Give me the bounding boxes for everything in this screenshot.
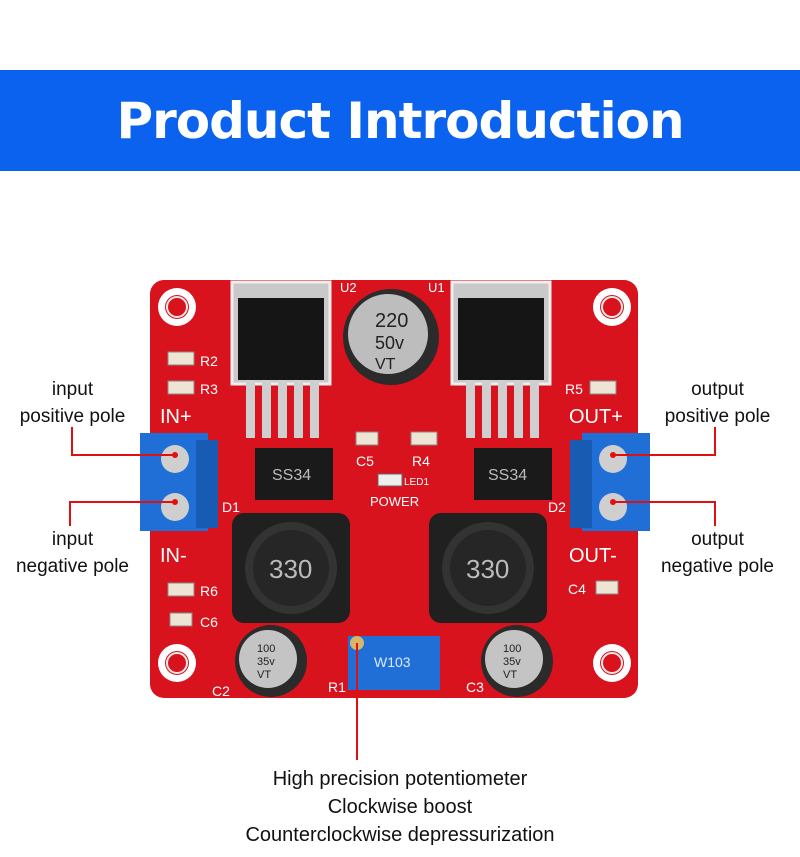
cap-big-line3: VT [375, 356, 396, 373]
led1-text: LED1 [404, 477, 429, 488]
r4-text: R4 [412, 453, 430, 469]
label-output-positive-line2: positive pole [664, 406, 771, 427]
inductor-right [429, 513, 547, 623]
label-input-positive-line2: positive pole [19, 406, 126, 427]
in-minus-text: IN- [160, 545, 187, 567]
label-input-positive: input positive pole [0, 376, 145, 430]
out-plus-text: OUT+ [569, 406, 623, 428]
footer-line-2: Clockwise boost [327, 796, 473, 818]
label-output-positive-line1: output [691, 379, 744, 400]
power-text: POWER [370, 494, 419, 509]
d1-marking: SS34 [272, 467, 311, 484]
cap-left-line2: 35v [257, 656, 275, 668]
inductor-left [232, 513, 350, 623]
d2-text: D2 [548, 499, 566, 515]
label-output-negative-line2: negative pole [660, 556, 775, 577]
c4-text: C4 [568, 581, 586, 597]
r3-text: R3 [200, 381, 218, 397]
cap-left-line3: VT [257, 669, 271, 681]
diode-d1 [255, 448, 333, 500]
cap-right-line3: VT [503, 669, 517, 681]
label-input-negative-line1: input [51, 529, 94, 550]
page-title: Product Introduction [116, 91, 684, 150]
in-plus-text: IN+ [160, 406, 192, 428]
footer-line-1: High precision potentiometer [272, 768, 528, 790]
c6-text: C6 [200, 614, 218, 630]
inductor-left-marking: 330 [269, 554, 312, 584]
output-terminal [570, 433, 650, 531]
footer-line-3: Counterclockwise depressurization [245, 824, 555, 846]
input-terminal [140, 433, 218, 531]
c3-text: C3 [466, 679, 484, 695]
label-output-negative: output negative pole [645, 526, 790, 580]
cap-right-line2: 35v [503, 656, 521, 668]
capacitor-c3 [481, 625, 553, 697]
r1-text: R1 [328, 679, 346, 695]
pot-marking: W103 [374, 654, 411, 670]
d1-text: D1 [222, 499, 240, 515]
d2-marking: SS34 [488, 467, 527, 484]
r6-text: R6 [200, 583, 218, 599]
callout-lines [69, 427, 716, 760]
c2-text: C2 [212, 683, 230, 699]
potentiometer [348, 636, 440, 690]
r2-text: R2 [200, 353, 218, 369]
cap-right-line1: 100 [503, 643, 521, 655]
u2-text: U2 [340, 280, 357, 295]
capacitor-c2 [235, 625, 307, 697]
u1-text: U1 [428, 280, 445, 295]
cap-big-line1: 220 [375, 310, 408, 332]
c5-text: C5 [356, 453, 374, 469]
potentiometer-description: High precision potentiometer Clockwise b… [0, 765, 800, 849]
diode-d2 [474, 448, 552, 500]
cap-left-line1: 100 [257, 643, 275, 655]
label-input-negative-line2: negative pole [15, 556, 130, 577]
label-input-positive-line1: input [51, 379, 94, 400]
regulator-u2 [230, 280, 332, 438]
label-output-positive: output positive pole [645, 376, 790, 430]
out-minus-text: OUT- [569, 545, 617, 567]
r5-text: R5 [565, 381, 583, 397]
big-capacitor [343, 289, 439, 385]
inductor-right-marking: 330 [466, 554, 509, 584]
cap-big-line2: 50v [375, 333, 404, 353]
header-banner: Product Introduction [0, 70, 800, 171]
regulator-u1 [450, 280, 552, 438]
led-power [377, 473, 403, 487]
smd-resistors [167, 351, 619, 627]
label-input-negative: input negative pole [0, 526, 145, 580]
label-output-negative-line1: output [691, 529, 744, 550]
